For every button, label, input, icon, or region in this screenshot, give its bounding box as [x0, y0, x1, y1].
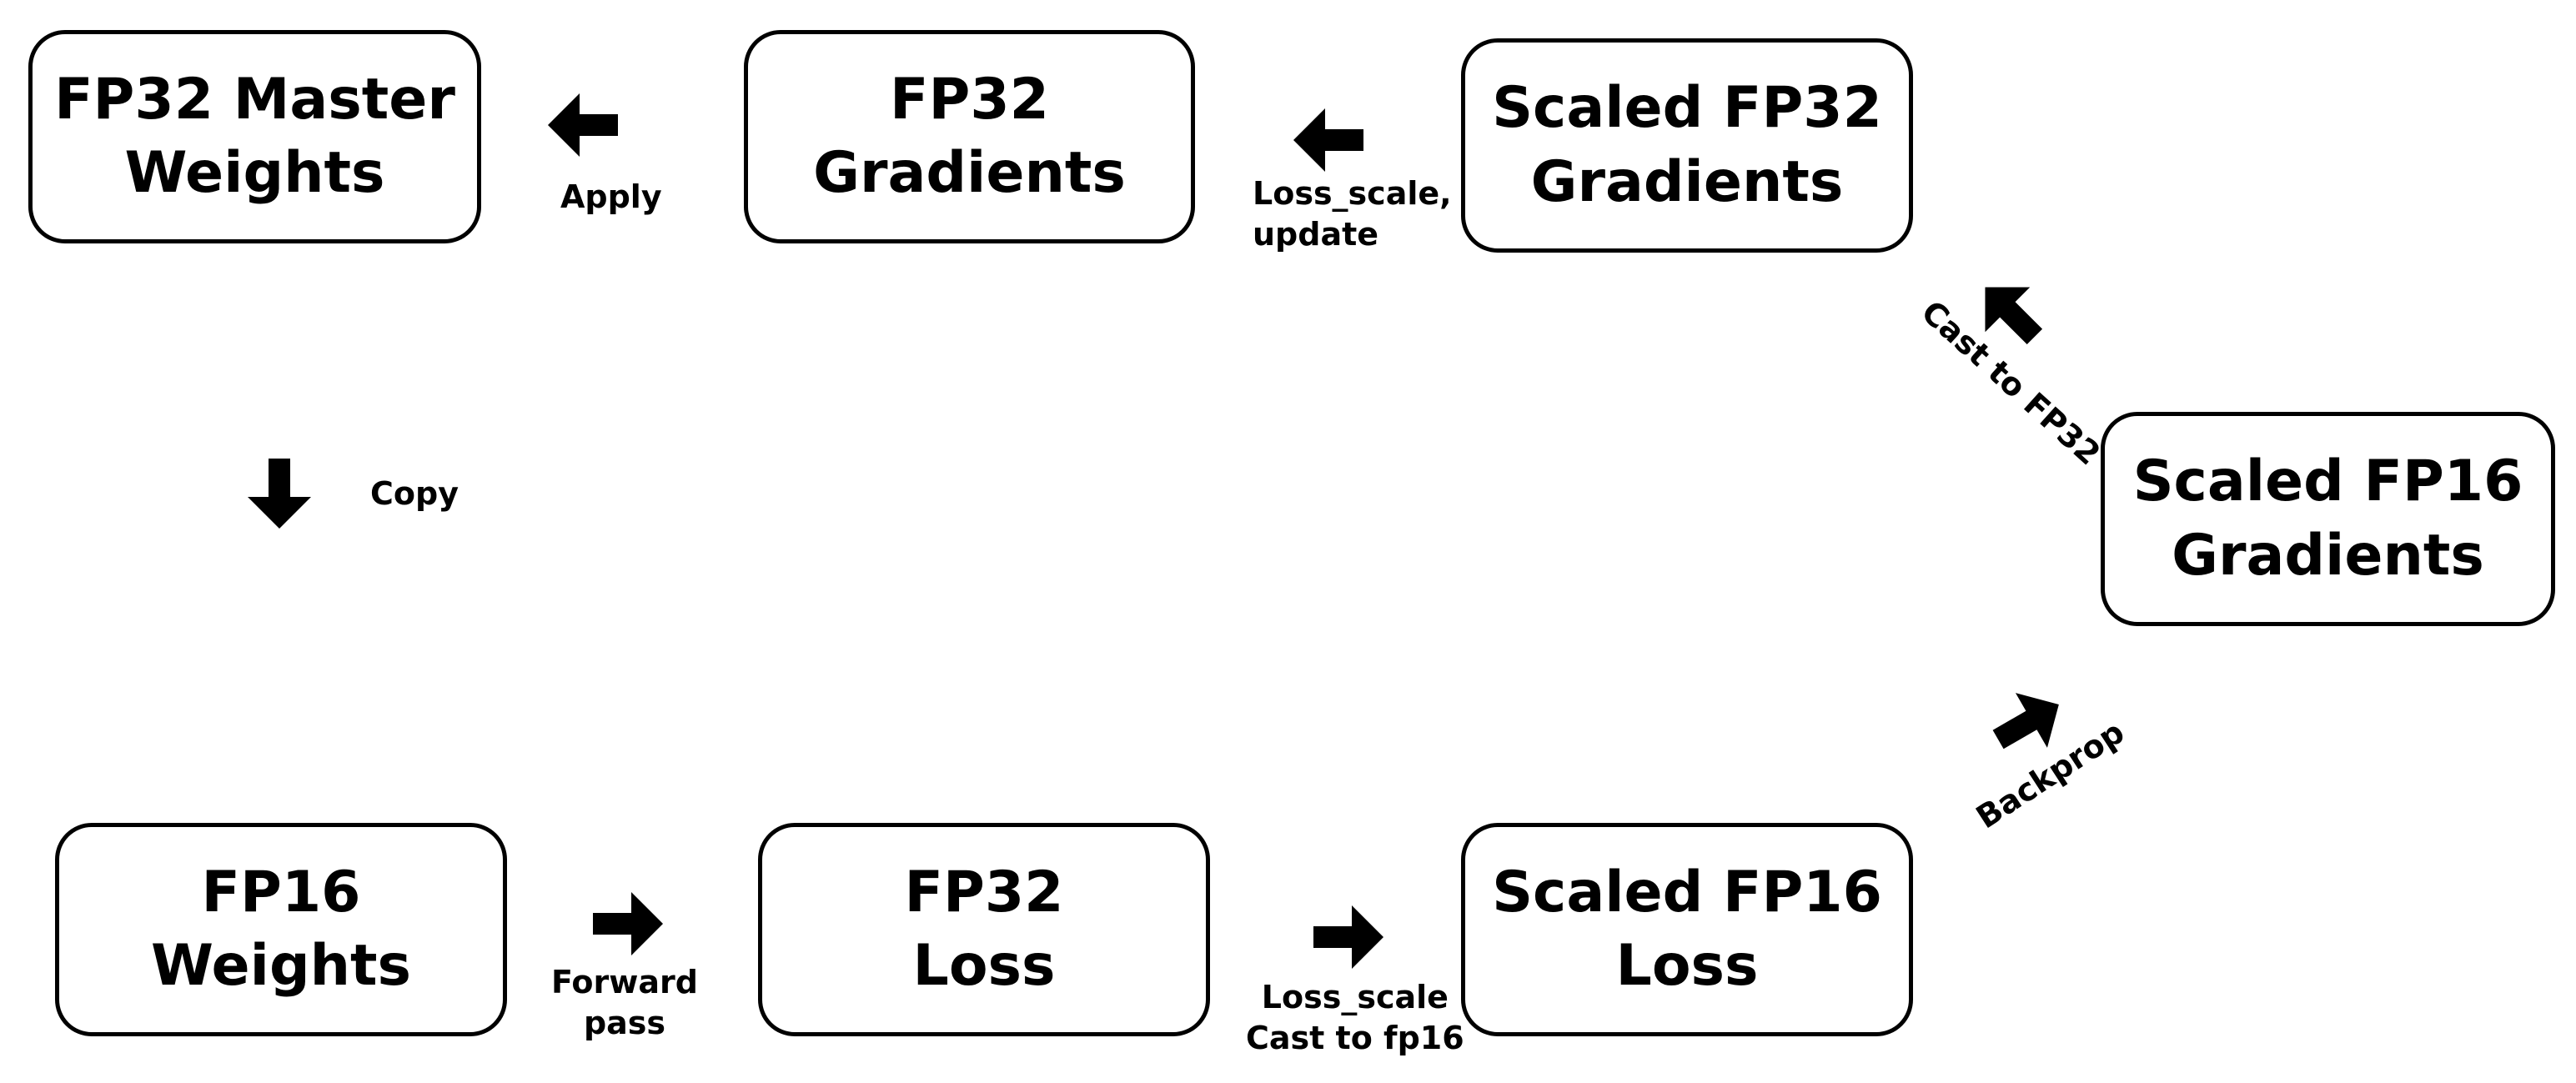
- fp32-loss-line2: Loss: [912, 933, 1056, 999]
- backprop-arrow: [1992, 693, 2059, 750]
- fp16-weights-line2: Weights: [150, 933, 412, 999]
- fp32-gradients-line1: FP32: [890, 66, 1049, 133]
- loss-scale-update-arrow: [1293, 108, 1363, 172]
- forward-pass-line1: Forward: [551, 964, 698, 1000]
- cast-to-fp32-arrow: [1985, 287, 2043, 345]
- fp32-loss-line1: FP32: [904, 859, 1064, 925]
- forward-pass-label: Forward pass: [551, 962, 698, 1045]
- scaled-fp16-gradients-line1: Scaled FP16: [2132, 449, 2523, 515]
- fp32-master-weights-box: FP32 Master Weights: [28, 30, 481, 243]
- apply-label: Apply: [560, 177, 662, 218]
- loss-scale-update-line1: Loss_scale,: [1253, 175, 1452, 212]
- fp16-weights-line1: FP16: [201, 859, 361, 925]
- scaled-fp32-gradients-line1: Scaled FP32: [1492, 75, 1882, 142]
- loss-scale-cast-arrow: [1313, 905, 1383, 969]
- forward-pass-arrow: [593, 892, 663, 955]
- scaled-fp16-gradients-line2: Gradients: [2172, 522, 2484, 589]
- loss-scale-update-label: Loss_scale, update: [1253, 173, 1452, 256]
- scaled-fp16-gradients-box: Scaled FP16 Gradients: [2101, 412, 2555, 626]
- copy-label-text: Copy: [370, 475, 459, 512]
- fp32-master-weights-line2: Weights: [124, 140, 385, 206]
- loss-scale-cast-label: Loss_scale Cast to fp16: [1246, 977, 1464, 1060]
- copy-label: Copy: [370, 474, 459, 514]
- fp32-master-weights-line1: FP32 Master: [54, 66, 455, 133]
- scaled-fp16-loss-line2: Loss: [1615, 933, 1759, 999]
- loss-scale-cast-line2: Cast to fp16: [1246, 1020, 1464, 1057]
- scaled-fp16-loss-box: Scaled FP16 Loss: [1461, 823, 1913, 1036]
- fp32-gradients-box: FP32 Gradients: [744, 30, 1195, 243]
- fp32-gradients-line2: Gradients: [813, 140, 1126, 206]
- fp16-weights-box: FP16 Weights: [55, 823, 507, 1036]
- scaled-fp32-gradients-line2: Gradients: [1530, 148, 1844, 215]
- fp32-loss-box: FP32 Loss: [758, 823, 1210, 1036]
- loss-scale-update-line2: update: [1253, 216, 1379, 253]
- scaled-fp32-gradients-box: Scaled FP32 Gradients: [1461, 38, 1913, 253]
- forward-pass-line2: pass: [583, 1005, 666, 1042]
- apply-arrow: [548, 93, 618, 157]
- scaled-fp16-loss-line1: Scaled FP16: [1492, 859, 1882, 925]
- apply-label-text: Apply: [560, 178, 662, 215]
- copy-arrow: [248, 459, 311, 529]
- loss-scale-cast-line1: Loss_scale: [1261, 979, 1449, 1015]
